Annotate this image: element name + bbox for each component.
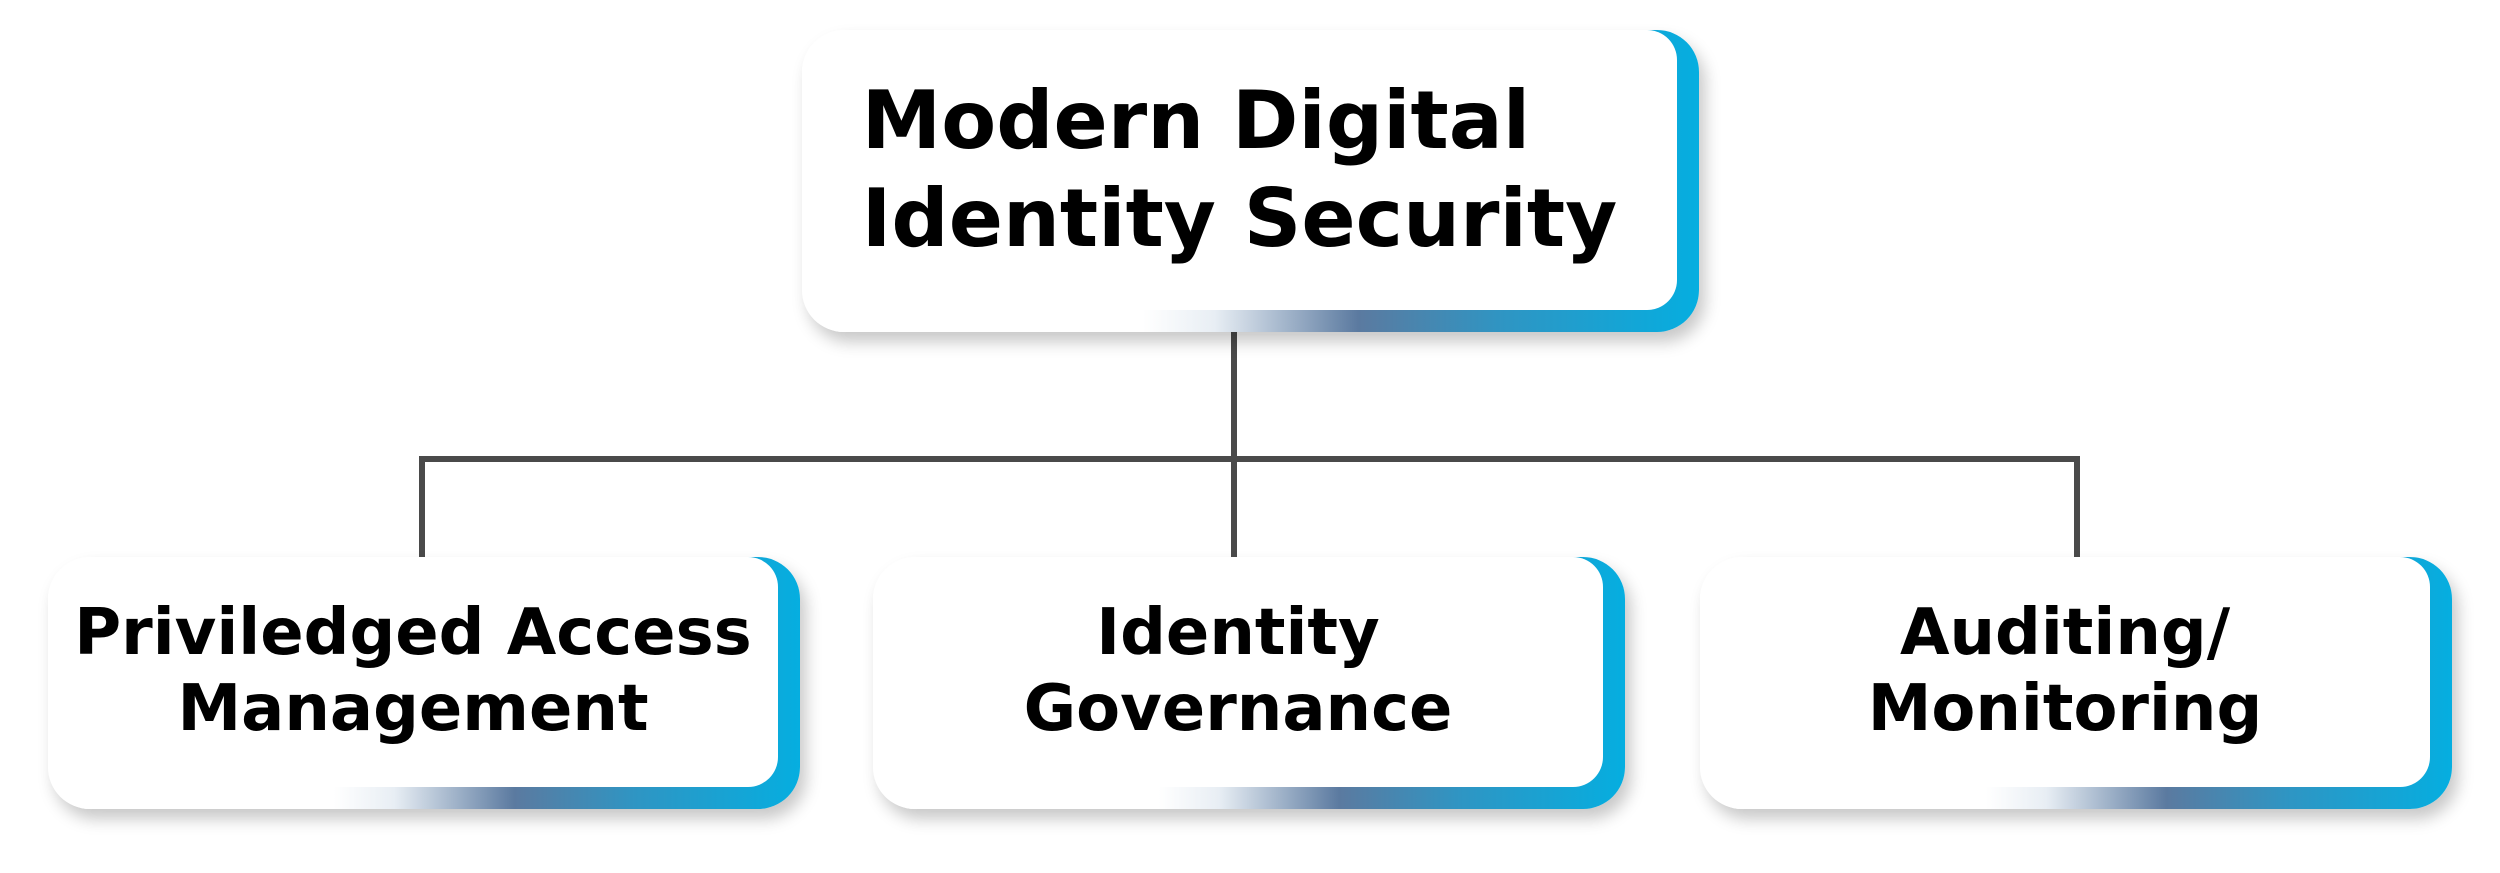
child-node-auditing-monitoring-card: Auditing/ Monitoring — [1700, 557, 2430, 787]
child-node-privileged-access: Priviledged Access Management — [48, 557, 800, 809]
child-node-identity-governance-card: Identity Governance — [873, 557, 1603, 787]
child-node-identity-governance-label: Identity Governance — [1023, 596, 1453, 746]
child-node-auditing-monitoring: Auditing/ Monitoring — [1700, 557, 2452, 809]
root-node-label: Modern Digital Identity Security — [861, 74, 1618, 265]
child-node-privileged-access-card: Priviledged Access Management — [48, 557, 778, 787]
child-node-privileged-access-label: Priviledged Access Management — [74, 596, 752, 746]
root-node: Modern Digital Identity Security — [802, 30, 1699, 332]
root-node-card: Modern Digital Identity Security — [802, 30, 1677, 310]
child-node-identity-governance: Identity Governance — [873, 557, 1625, 809]
child-node-auditing-monitoring-label: Auditing/ Monitoring — [1867, 596, 2263, 746]
